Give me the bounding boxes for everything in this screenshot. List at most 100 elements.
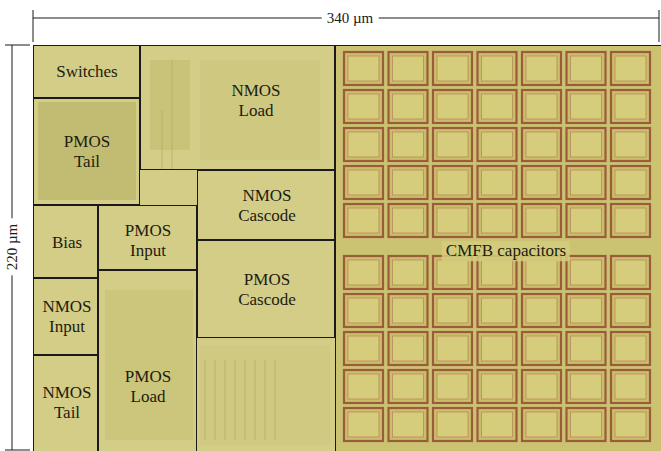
- capacitor-inner: [526, 170, 557, 195]
- capacitor-cell: [567, 128, 606, 161]
- capacitor-inner: [526, 56, 557, 81]
- capacitor-inner: [348, 208, 379, 233]
- capacitor-inner: [482, 132, 513, 157]
- region-label: Switches: [56, 62, 117, 82]
- capacitor-plate: [478, 294, 517, 327]
- capacitor-cell: [611, 332, 650, 365]
- capacitor-cell: [344, 128, 383, 161]
- capacitor-inner: [348, 56, 379, 81]
- capacitor-plate: [567, 332, 606, 365]
- capacitor-inner: [393, 374, 424, 399]
- capacitor-cell: [522, 294, 561, 327]
- capacitor-cell: [433, 294, 472, 327]
- capacitor-cell: [344, 294, 383, 327]
- capacitor-plate: [389, 370, 428, 403]
- capacitor-plate: [611, 166, 650, 199]
- capacitor-cell: [611, 166, 650, 199]
- capacitor-plate: [478, 166, 517, 199]
- capacitor-area: [336, 45, 661, 451]
- region-label: PMOS Load: [125, 367, 171, 406]
- capacitor-cell: [522, 408, 561, 441]
- capacitor-plate: [433, 166, 472, 199]
- layout-region: NMOS Cascode: [197, 170, 335, 240]
- capacitor-cell: [344, 166, 383, 199]
- capacitor-inner: [348, 132, 379, 157]
- capacitor-plate: [478, 204, 517, 237]
- capacitor-plate: [478, 370, 517, 403]
- capacitor-plate: [389, 166, 428, 199]
- capacitor-inner: [482, 412, 513, 437]
- capacitor-plate: [611, 128, 650, 161]
- region-label: PMOS Cascode: [238, 270, 296, 309]
- capacitor-inner: [393, 94, 424, 119]
- capacitor-cell: [522, 370, 561, 403]
- capacitor-inner: [571, 94, 602, 119]
- capacitor-plate: [567, 52, 606, 85]
- capacitor-cell: [344, 204, 383, 237]
- capacitor-cell: [611, 408, 650, 441]
- capacitor-plate: [567, 90, 606, 123]
- capacitor-cell: [567, 90, 606, 123]
- capacitor-inner: [615, 336, 646, 361]
- capacitor-plate: [522, 256, 561, 289]
- layout-region: NMOS Tail: [33, 355, 98, 451]
- capacitor-inner: [526, 132, 557, 157]
- capacitor-inner: [437, 132, 468, 157]
- capacitor-plate: [344, 90, 383, 123]
- capacitor-cell: [344, 90, 383, 123]
- capacitor-cell: [478, 332, 517, 365]
- capacitor-cell: [611, 52, 650, 85]
- capacitor-cell: [344, 408, 383, 441]
- capacitor-inner: [571, 336, 602, 361]
- capacitor-inner: [615, 56, 646, 81]
- capacitor-inner: [437, 208, 468, 233]
- capacitor-inner: [571, 260, 602, 285]
- capacitor-cell: [433, 332, 472, 365]
- capacitor-plate: [344, 370, 383, 403]
- capacitor-cell: [389, 128, 428, 161]
- capacitor-plate: [522, 90, 561, 123]
- capacitor-cell: [433, 90, 472, 123]
- transistor-array: [38, 102, 136, 200]
- capacitor-cell: [522, 90, 561, 123]
- capacitor-plate: [433, 332, 472, 365]
- capacitor-cell: [611, 370, 650, 403]
- capacitor-cell: [389, 52, 428, 85]
- capacitor-plate: [389, 332, 428, 365]
- region-label: PMOS Tail: [64, 132, 110, 171]
- capacitor-plate: [389, 128, 428, 161]
- capacitor-plate: [478, 128, 517, 161]
- region-label: NMOS Cascode: [238, 186, 296, 225]
- capacitor-plate: [567, 128, 606, 161]
- capacitor-plate: [522, 408, 561, 441]
- capacitor-plate: [344, 256, 383, 289]
- capacitor-inner: [482, 374, 513, 399]
- capacitor-plate: [522, 52, 561, 85]
- capacitor-plate: [522, 204, 561, 237]
- dimension-lines: [5, 10, 659, 450]
- region-label: Bias: [52, 233, 82, 253]
- region-label: NMOS Load: [231, 81, 280, 120]
- capacitor-plate: [389, 90, 428, 123]
- capacitor-inner: [526, 208, 557, 233]
- capacitor-cell: [611, 256, 650, 289]
- capacitor-inner: [615, 170, 646, 195]
- capacitor-plate: [344, 408, 383, 441]
- capacitor-cell: [522, 166, 561, 199]
- capacitor-inner: [437, 260, 468, 285]
- capacitor-plate: [433, 204, 472, 237]
- transistor-array: [105, 290, 193, 440]
- capacitor-inner: [437, 298, 468, 323]
- capacitor-inner: [482, 336, 513, 361]
- capacitor-plate: [478, 408, 517, 441]
- capacitor-array: [344, 52, 650, 441]
- capacitor-plate: [611, 90, 650, 123]
- die-area: [33, 45, 661, 451]
- capacitor-plate: [389, 294, 428, 327]
- capacitor-plate: [567, 370, 606, 403]
- capacitor-cell: [522, 332, 561, 365]
- capacitor-plate: [611, 52, 650, 85]
- layout-region: PMOS Load: [98, 270, 197, 451]
- capacitor-plate: [389, 204, 428, 237]
- region-label: CMFB capacitors: [442, 241, 570, 261]
